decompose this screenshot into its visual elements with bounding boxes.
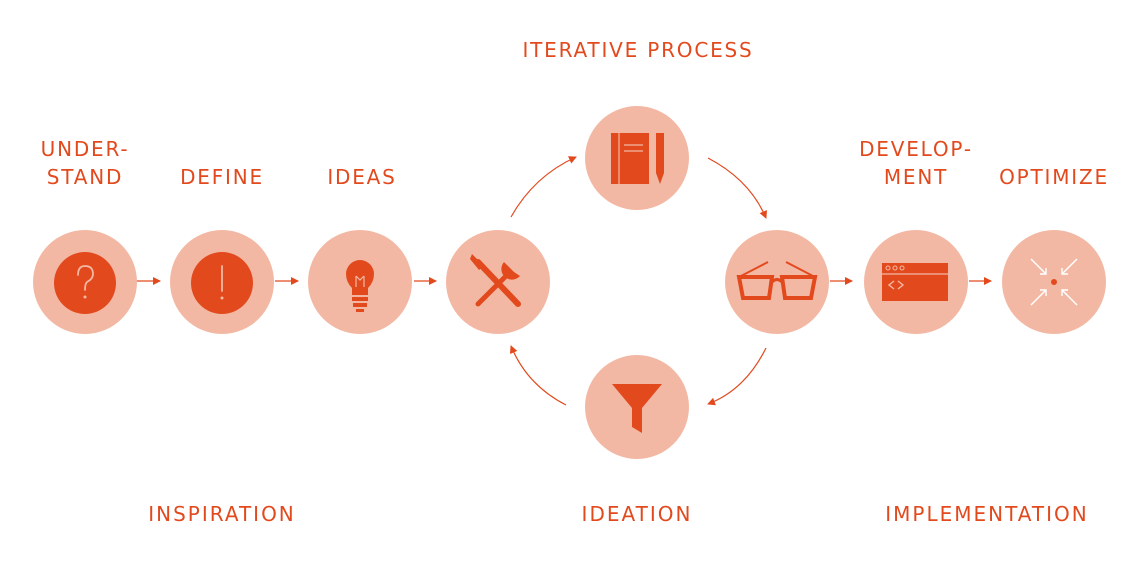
step-label-development-line-1: DEVELOP- xyxy=(859,137,973,161)
exclamation-mark-icon xyxy=(191,252,253,314)
step-label-understand: UNDER- STAND xyxy=(25,135,145,191)
step-funnel xyxy=(585,355,689,459)
step-development xyxy=(864,230,968,334)
focus-arrows-icon xyxy=(1030,258,1078,306)
step-glasses xyxy=(725,230,829,334)
question-mark-icon xyxy=(54,252,116,314)
arrow-tools-to-notebook xyxy=(510,156,577,218)
step-label-optimize: OPTIMIZE xyxy=(999,165,1109,189)
step-label-ideas: IDEAS xyxy=(327,165,397,189)
group-label-ideation: IDEATION xyxy=(581,502,693,526)
iterative-process-label: ITERATIVE PROCESS xyxy=(522,38,754,62)
step-label-development-line-2: MENT xyxy=(883,165,949,189)
step-optimize xyxy=(1002,230,1106,334)
step-ideas xyxy=(308,230,412,334)
arrow-funnel-to-tools xyxy=(509,345,567,406)
step-understand xyxy=(33,230,137,334)
step-label-define: DEFINE xyxy=(180,165,264,189)
light-bulb-icon xyxy=(346,260,374,312)
funnel-icon xyxy=(612,384,662,433)
arrow-glasses-to-funnel xyxy=(707,347,767,406)
code-window-icon xyxy=(882,263,948,301)
glasses-icon xyxy=(736,261,818,300)
step-label-development: DEVELOP- MENT xyxy=(846,135,986,191)
group-label-inspiration: INSPIRATION xyxy=(148,502,296,526)
step-tools xyxy=(446,230,550,334)
arrow-notebook-to-glasses xyxy=(707,157,767,219)
notebook-pencil-icon xyxy=(611,133,664,184)
step-notebook xyxy=(585,106,689,210)
step-label-understand-line-2: STAND xyxy=(46,165,124,189)
step-define xyxy=(170,230,274,334)
step-label-understand-line-1: UNDER- xyxy=(40,137,130,161)
tools-icon xyxy=(470,254,521,307)
group-label-implementation: IMPLEMENTATION xyxy=(885,502,1089,526)
